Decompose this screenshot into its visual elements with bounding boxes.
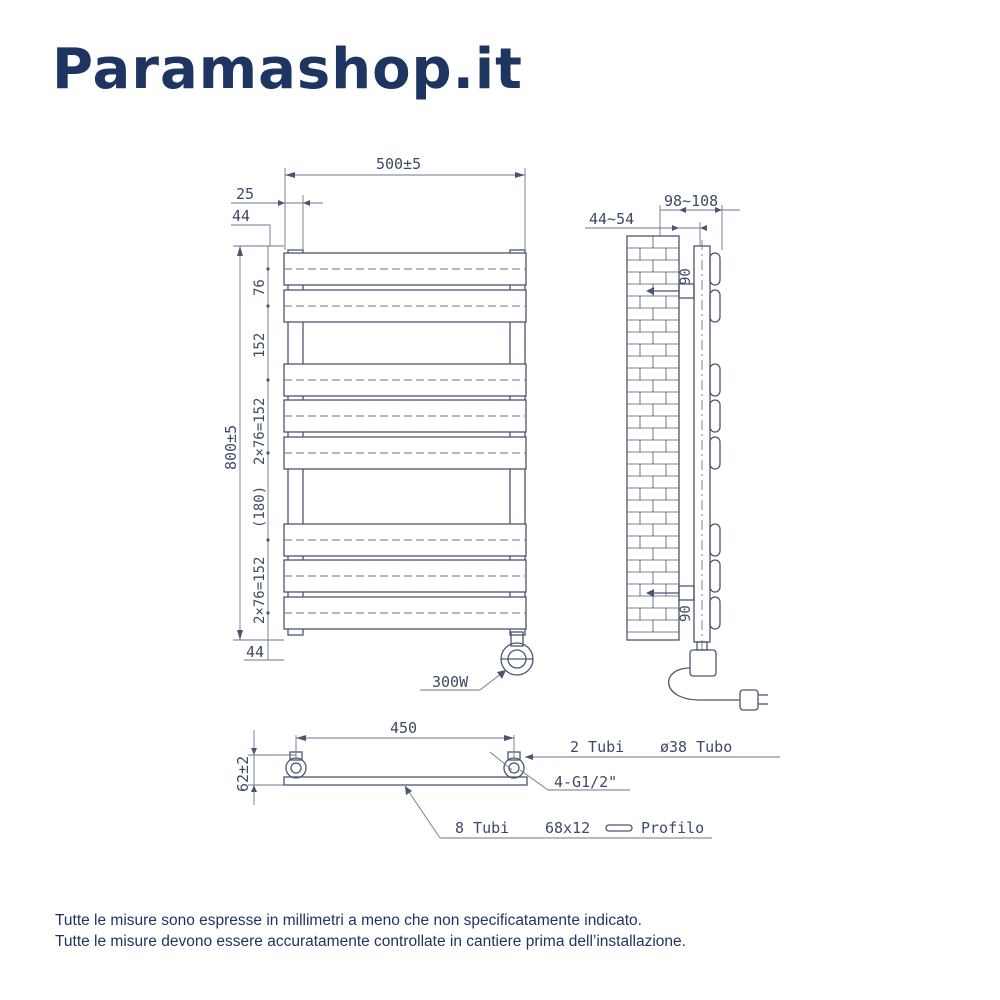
height-dim: 800±5 [222, 425, 240, 470]
center-dim: 450 [390, 719, 417, 737]
dim-76: 76 [252, 279, 268, 296]
notes: Tutte le misure sono espresse in millime… [55, 910, 686, 952]
tubes-label: 2 Tubi [570, 738, 624, 756]
side-heater-body [689, 649, 717, 677]
wall-dim: 44~54 [589, 210, 634, 228]
top-view: 450 62±2 2 Tubi ø38 Tubo 4-G1/2" 8 Tubi … [234, 719, 780, 839]
side-depth-dim: 98~108 [664, 192, 718, 210]
bracket-top [678, 283, 695, 299]
dim-44-bottom: 44 [246, 643, 264, 661]
power-cable [667, 667, 740, 701]
heater-neck [510, 631, 524, 647]
heater-power-label: 300W [432, 673, 469, 691]
dim-180: (180) [252, 486, 268, 528]
tube-size: ø38 Tubo [660, 738, 732, 756]
power-plug [739, 689, 759, 711]
bars-label: 8 Tubi [455, 819, 509, 837]
profile-label: Profilo [641, 819, 704, 837]
right-tube-section [503, 757, 525, 779]
side-view: 90 90 98~108 44~54 [585, 192, 768, 711]
bracket-bottom [678, 585, 695, 601]
front-view: 300W 500±5 25 44 800±5 76 152 [222, 155, 534, 691]
dim-25: 25 [236, 185, 254, 203]
note-line-2: Tutte le misure devono essere accuratame… [55, 933, 686, 950]
dim-152: 152 [252, 333, 268, 358]
profile-icon [605, 824, 633, 832]
side-bars [709, 252, 721, 630]
profile-size: 68x12 [545, 819, 590, 837]
brand-logo: Paramashop.it [52, 37, 523, 102]
bracket-top-dim: 90 [678, 268, 694, 285]
top-depth-dim: 62±2 [234, 756, 252, 792]
left-tube-section [285, 757, 307, 779]
top-bar-profile [283, 776, 528, 786]
brick-pattern [627, 236, 679, 633]
bracket-bottom-dim: 90 [678, 605, 694, 622]
note-line-1: Tutte le misure sono espresse in millime… [55, 912, 642, 929]
dim-44-top: 44 [232, 207, 250, 225]
dim-2x76-a: 2×76=152 [252, 398, 268, 465]
width-dim: 500±5 [376, 155, 421, 173]
dim-2x76-b: 2×76=152 [252, 557, 268, 624]
thread-label: 4-G1/2" [554, 773, 617, 791]
